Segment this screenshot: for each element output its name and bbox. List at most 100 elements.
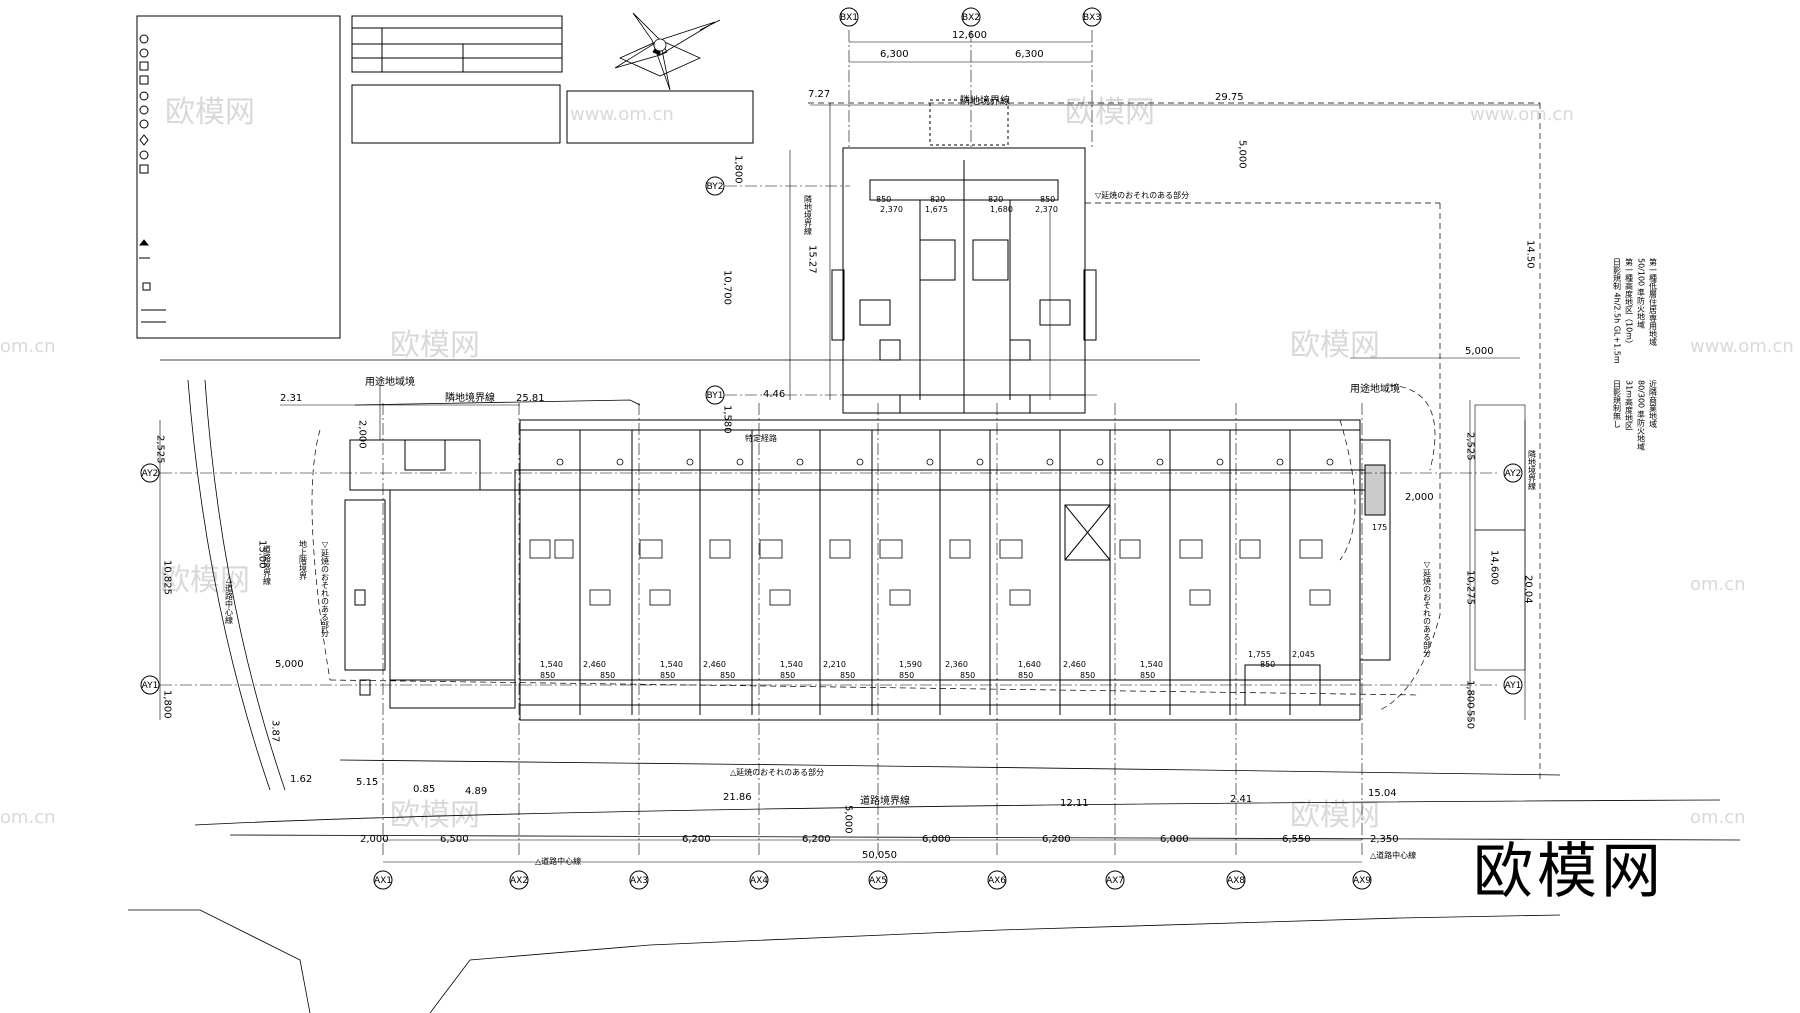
- dimension-value: 6,000: [922, 834, 951, 845]
- dimension-value: 850: [840, 671, 855, 680]
- dimension-value: 1,800: [1465, 680, 1476, 709]
- grid-lines: [160, 30, 1500, 855]
- zoning-note-line: 50/100 準防火地域: [1637, 258, 1646, 329]
- grid-label: AY2: [142, 469, 159, 479]
- dimension-value: 850: [540, 671, 555, 680]
- dimension-value: 6,550: [1282, 834, 1311, 845]
- fire-spread-vertical-label: ▽延焼のおそれのある部分: [321, 540, 330, 638]
- dimension-value: 175: [1372, 523, 1387, 532]
- grid-label: BY2: [707, 182, 724, 192]
- road-center-label: △道路中心線: [535, 856, 581, 866]
- grid-bubble: AY2: [1503, 463, 1523, 483]
- dimension-value: 6,200: [1042, 834, 1071, 845]
- dimension-value: 2,525: [155, 435, 166, 464]
- grid-label: AY2: [1505, 469, 1522, 479]
- grid-label: BY1: [707, 391, 724, 401]
- dimension-value: 1,540: [780, 660, 803, 669]
- grid-bubble: AY1: [1503, 675, 1523, 695]
- zoning-note-line: 第一種高度地区（10m）: [1625, 257, 1634, 348]
- dimension-value: 2,000: [357, 420, 368, 449]
- grid-bubble: AX4: [749, 870, 769, 890]
- zoning-note-line: 近隣商業地域: [1649, 379, 1658, 428]
- dimension-value: 20.04: [1523, 575, 1534, 604]
- dimension-value: 2,460: [1063, 660, 1086, 669]
- grid-bubble: BX2: [961, 7, 981, 27]
- watermark-text: 欧模网: [1065, 95, 1155, 130]
- use-zone-boundary-label: 用途地域境: [365, 375, 415, 388]
- watermark-text: om.cn: [0, 336, 56, 357]
- grid-bubble: AY2: [140, 463, 160, 483]
- grid-bubble: AX6: [987, 870, 1007, 890]
- unit-fixtures: [529, 458, 1334, 606]
- watermark-text: om.cn: [1690, 807, 1746, 828]
- unit-dimension-row: 1,540 2,460 1,540 2,460 1,540 2,210 1,59…: [540, 650, 1315, 680]
- watermark-text: om.cn: [0, 807, 56, 828]
- dimension-text: 12,600 6,300 6,300 7.27 29.75 1,800 5,00…: [155, 30, 1536, 834]
- dimension-value: 1,580: [722, 405, 733, 434]
- adjacent-boundary-vertical-label: 隣地境界線: [804, 194, 813, 235]
- dimension-value: 5.15: [356, 777, 378, 788]
- grid-label: AX5: [869, 876, 887, 886]
- grid-label: BX1: [840, 13, 858, 23]
- dimension-value: 1,800: [733, 155, 744, 184]
- road-center-vertical-label: △道路中心線: [225, 575, 234, 624]
- watermark-text: www.om.cn: [1470, 104, 1574, 125]
- zoning-note-line: 31m高度地区: [1625, 380, 1634, 430]
- dimension-value: 1,680: [990, 205, 1013, 214]
- dimension-value: 6,000: [1160, 834, 1189, 845]
- grid-bubble: BY1: [705, 385, 725, 405]
- dimension-value: 5,000: [275, 659, 304, 670]
- grid-bubbles-bx: BX1 BX2 BX3: [839, 7, 1102, 27]
- grid-bubbles-by: BY1 BY2: [705, 176, 725, 405]
- dimension-value: 29.75: [1215, 92, 1244, 103]
- dimension-value: 850: [600, 671, 615, 680]
- dimension-value: 850: [1018, 671, 1033, 680]
- grid-bubble: AX5: [868, 870, 888, 890]
- dimension-value: 4.46: [763, 389, 785, 400]
- grid-label: AX2: [510, 876, 528, 886]
- grid-bubble: AY1: [140, 675, 160, 695]
- grid-label: AX8: [1227, 876, 1245, 886]
- left-annex: [344, 439, 516, 709]
- watermark-text: 欧模网: [1290, 798, 1380, 833]
- special-route-label: 特定経路: [745, 433, 777, 443]
- dimension-value: 850: [720, 671, 735, 680]
- road-boundary-label: 道路境界線: [860, 794, 910, 807]
- zoning-note-line: 日影規制無し: [1613, 380, 1622, 428]
- dimension-value: 2,525: [1465, 432, 1476, 461]
- dimension-value: 1,590: [899, 660, 922, 669]
- road-boundary-vertical-label: 道路境界線: [263, 544, 272, 585]
- dimension-value: 6,200: [682, 834, 711, 845]
- watermark-text: om.cn: [1690, 574, 1746, 595]
- watermark-text: 欧模网: [165, 95, 255, 130]
- dimension-lines: [159, 41, 1540, 863]
- dimension-value: 850: [1260, 660, 1275, 669]
- dimension-value: 820: [988, 195, 1003, 204]
- grid-bubble: AX1: [373, 870, 393, 890]
- use-zone-boundary-label: 用途地域境: [1350, 382, 1400, 395]
- road-center-label: △道路中心線: [1370, 850, 1416, 860]
- grid-bubble: AX2: [509, 870, 529, 890]
- dimension-value: 2,000: [360, 834, 389, 845]
- grid-label: AY1: [1505, 681, 1522, 691]
- watermarks: 欧模网 www.om.cn 欧模网 www.om.cn om.cn 欧模网 欧模…: [0, 95, 1794, 833]
- dimension-value: 850: [960, 671, 975, 680]
- grid-label: BX2: [962, 13, 980, 23]
- grid-label: BX3: [1083, 13, 1101, 23]
- dimension-value: 15.27: [807, 245, 818, 274]
- dimension-value: 50,050: [862, 850, 897, 861]
- main-building: [514, 419, 1391, 721]
- brand-logo-text: 欧模网: [1473, 837, 1665, 907]
- dimension-value: 2,460: [703, 660, 726, 669]
- dimension-value: 6,200: [802, 834, 831, 845]
- title-blocks: [351, 15, 754, 144]
- dimension-value: 1,640: [1018, 660, 1041, 669]
- dimension-value: 1,800: [162, 690, 173, 719]
- dimension-value: 2,045: [1292, 650, 1315, 659]
- grid-label: AX7: [1106, 876, 1124, 886]
- watermark-text: 欧模网: [390, 328, 480, 363]
- grid-label: AX3: [630, 876, 648, 886]
- ground-floor-boundary-label: 地上階境界: [299, 539, 308, 581]
- dimension-value: 5,000: [1237, 140, 1248, 169]
